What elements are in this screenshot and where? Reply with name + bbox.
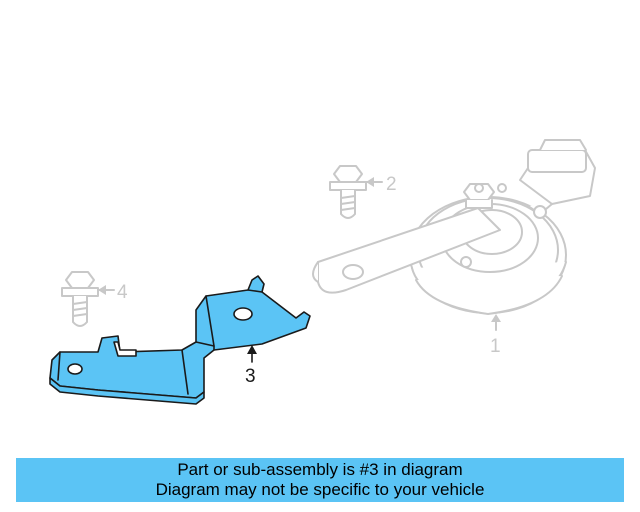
horn bbox=[312, 139, 596, 331]
banner-line-disclaimer: Diagram may not be specific to your vehi… bbox=[155, 480, 485, 499]
horn-bolt bbox=[329, 165, 383, 219]
banner-line-part-number: Part or sub-assembly is #3 in diagram bbox=[177, 460, 463, 479]
bracket-bolt bbox=[61, 271, 115, 327]
callout-1: 1 bbox=[490, 336, 501, 357]
callout-2: 2 bbox=[386, 174, 397, 195]
exploded-parts-diagram: 1 2 3 4 bbox=[49, 139, 596, 405]
horn-bracket bbox=[49, 275, 311, 405]
diagram-notice-banner: Part or sub-assembly is #3 in diagram Di… bbox=[16, 458, 624, 502]
callout-3: 3 bbox=[245, 366, 256, 387]
callout-4: 4 bbox=[117, 282, 128, 303]
